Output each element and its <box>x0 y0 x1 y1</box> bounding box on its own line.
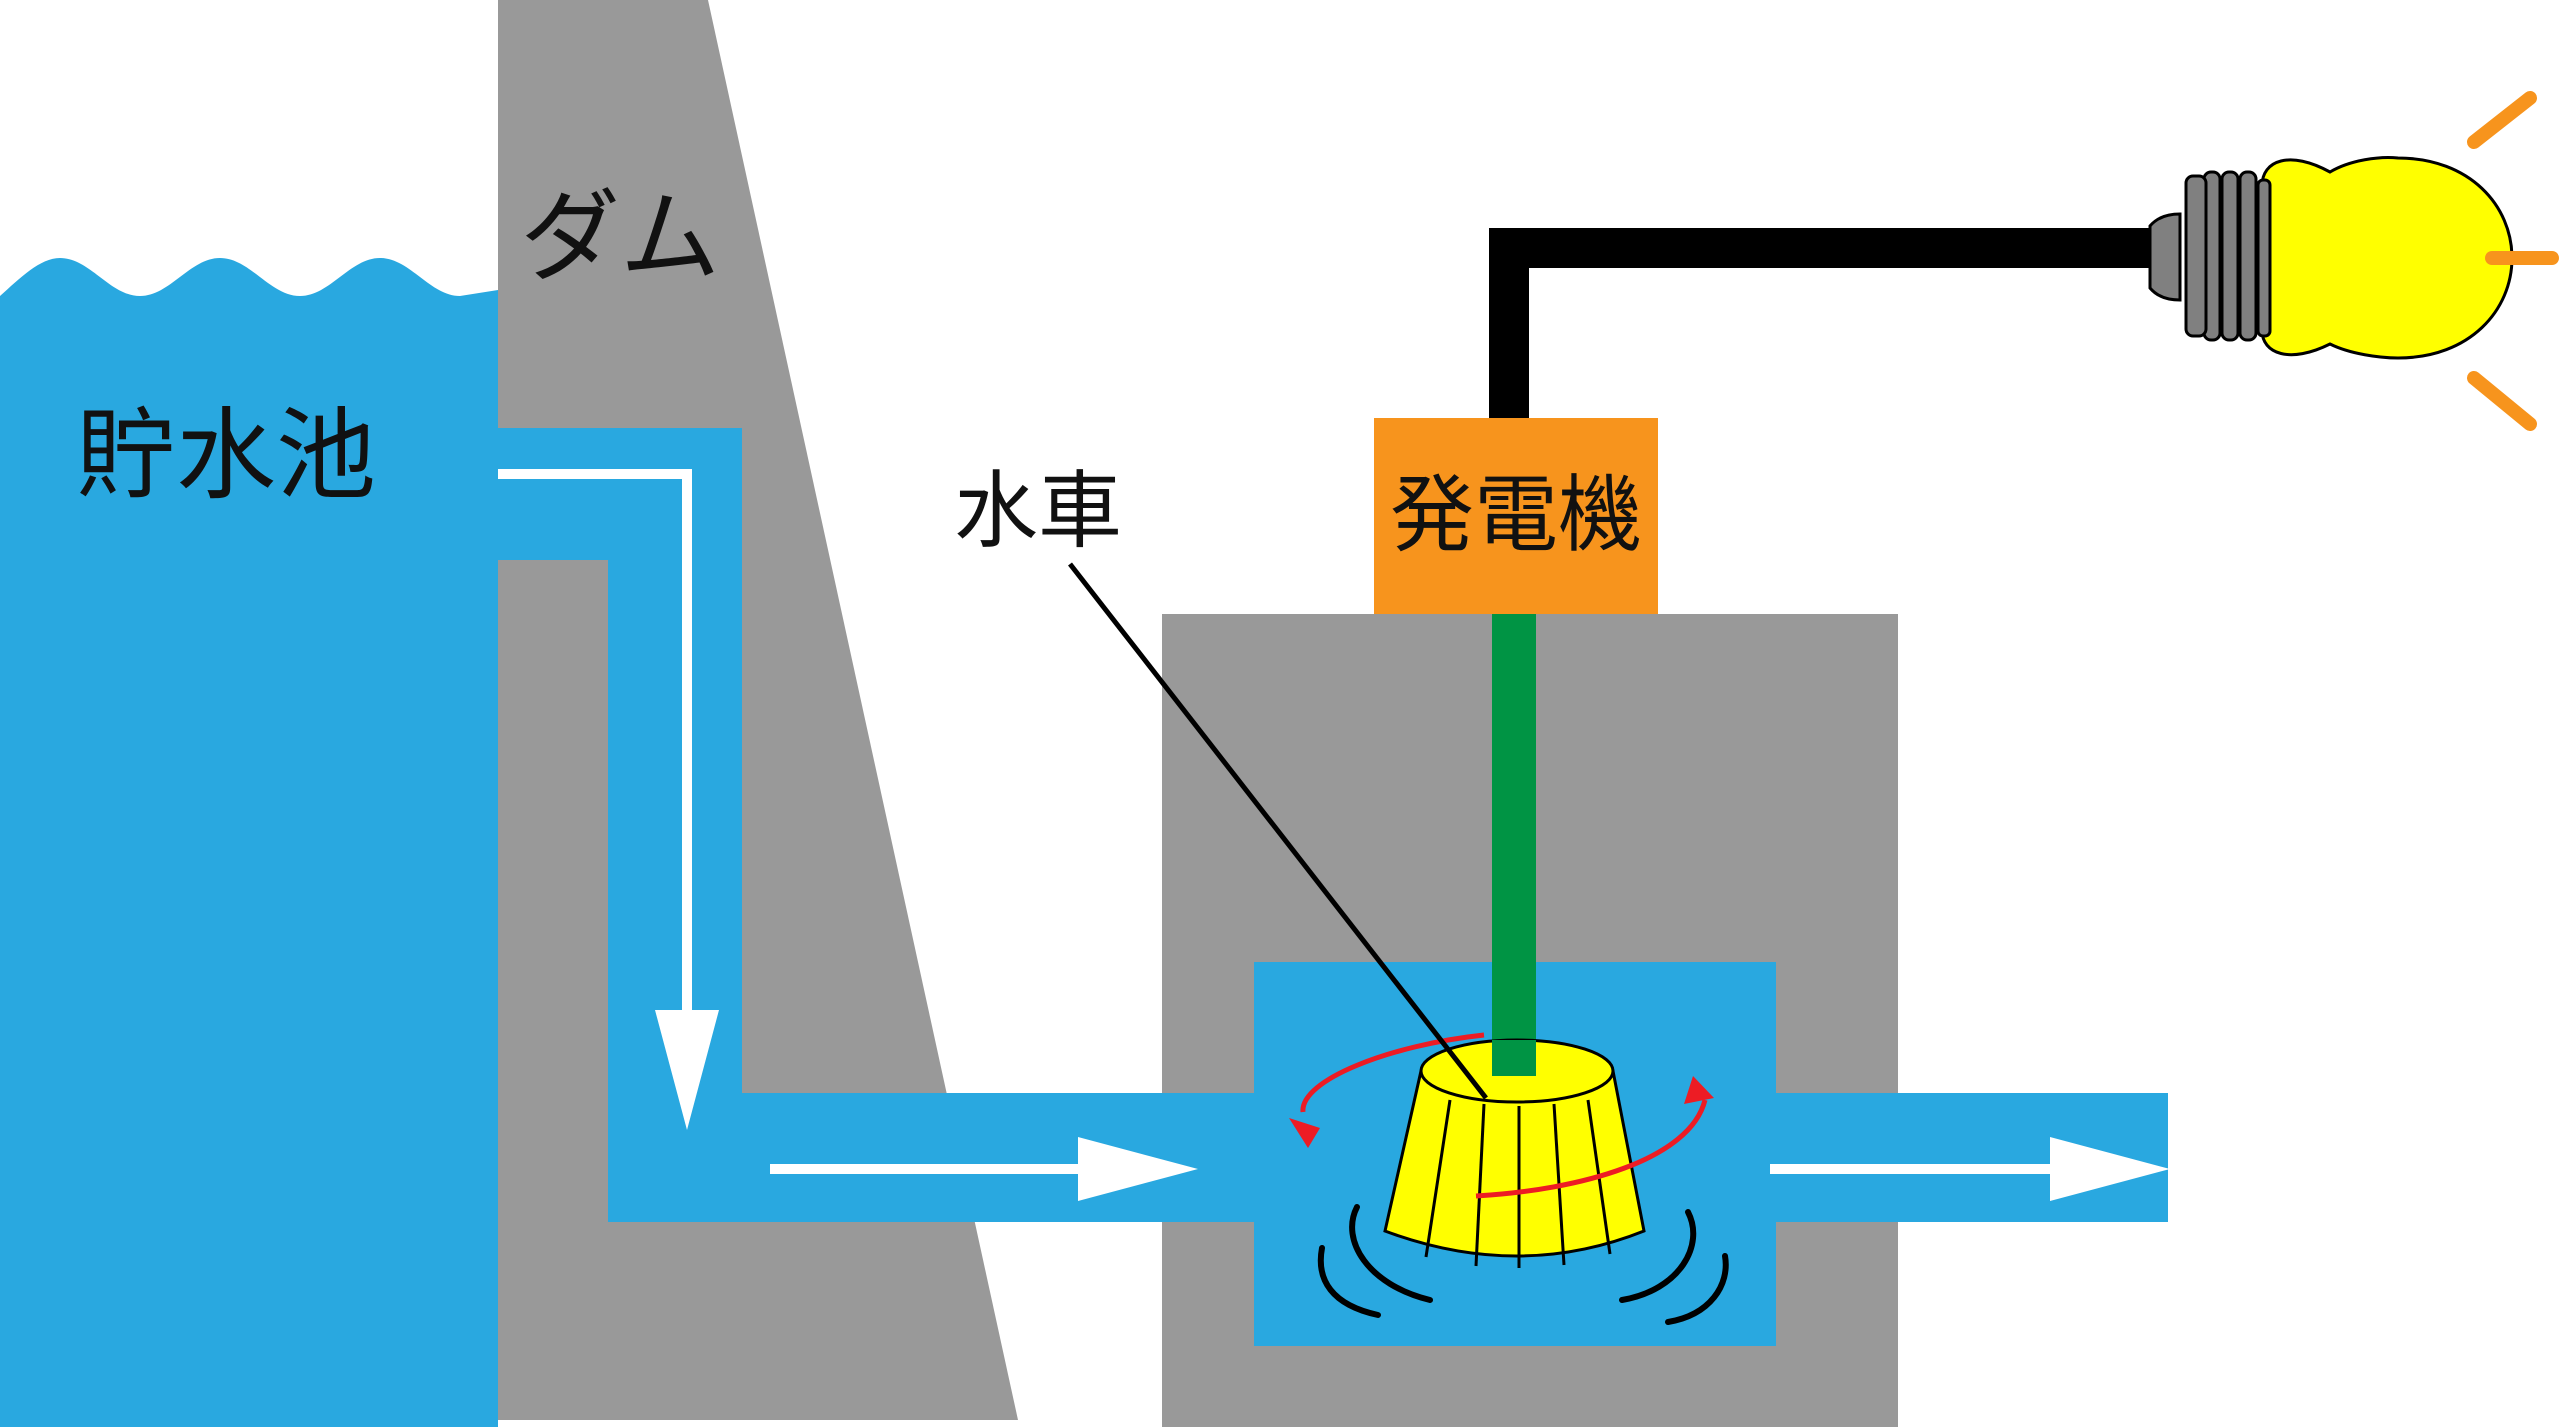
generator-label: 発電機 <box>1390 466 1642 564</box>
reservoir-label: 貯水池 <box>76 397 376 514</box>
bulb-light-rays <box>2467 91 2559 431</box>
generator-shaft <box>1492 614 1536 1078</box>
water-swirl-marks <box>1317 1204 1729 1325</box>
rotation-arrow <box>1289 1032 1714 1199</box>
flow-arrow-right <box>770 1137 1198 1201</box>
light-bulb-icon <box>2148 156 2514 360</box>
reservoir-water <box>0 258 498 1427</box>
dam-label: ダム <box>520 179 720 296</box>
generator-box <box>1374 418 1658 614</box>
water-wheel-icon <box>1383 1038 1646 1268</box>
water-wheel-leader-line <box>1068 562 1488 1100</box>
power-wire <box>1489 228 2150 418</box>
flow-arrow-outflow <box>1770 1137 2170 1201</box>
flow-arrow-down <box>498 469 719 1130</box>
water-wheel-label: 水車 <box>954 462 1122 560</box>
